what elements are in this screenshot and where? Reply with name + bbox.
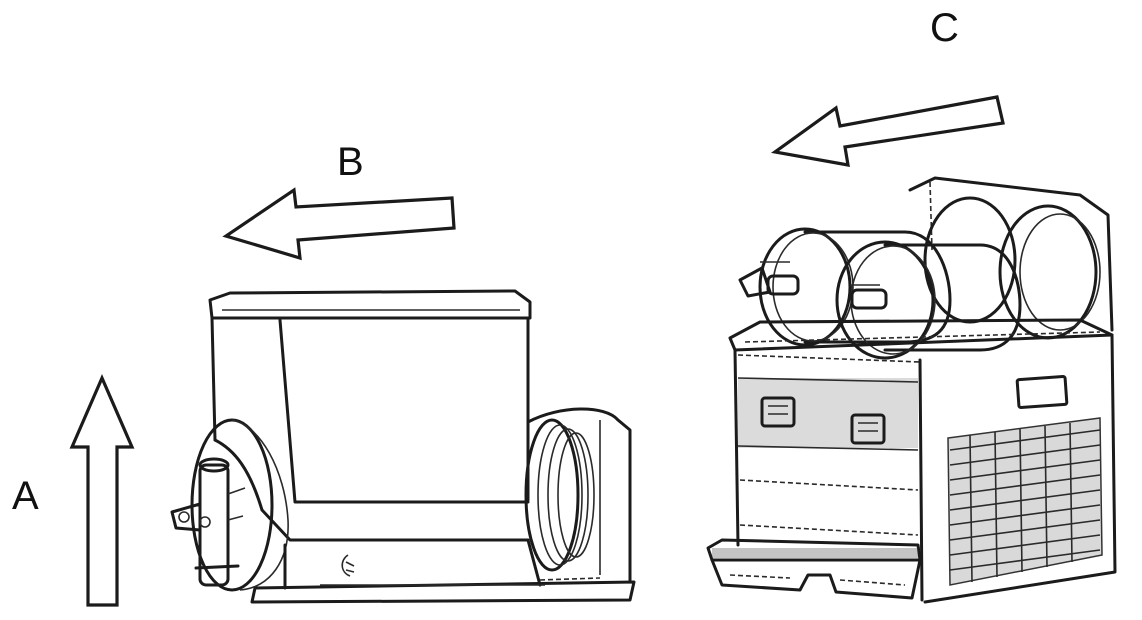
single-bowl-assembly <box>170 289 636 604</box>
label-a: A <box>12 474 39 518</box>
label-c: C <box>930 6 959 50</box>
ventilation-grille <box>947 417 1103 586</box>
label-b: B <box>337 140 364 184</box>
arrow-left-icon <box>222 187 456 261</box>
double-machine-assembly <box>706 176 1117 604</box>
arrow-up-icon <box>69 373 135 607</box>
control-panel <box>738 378 918 448</box>
arrow-left-icon <box>770 95 1005 167</box>
